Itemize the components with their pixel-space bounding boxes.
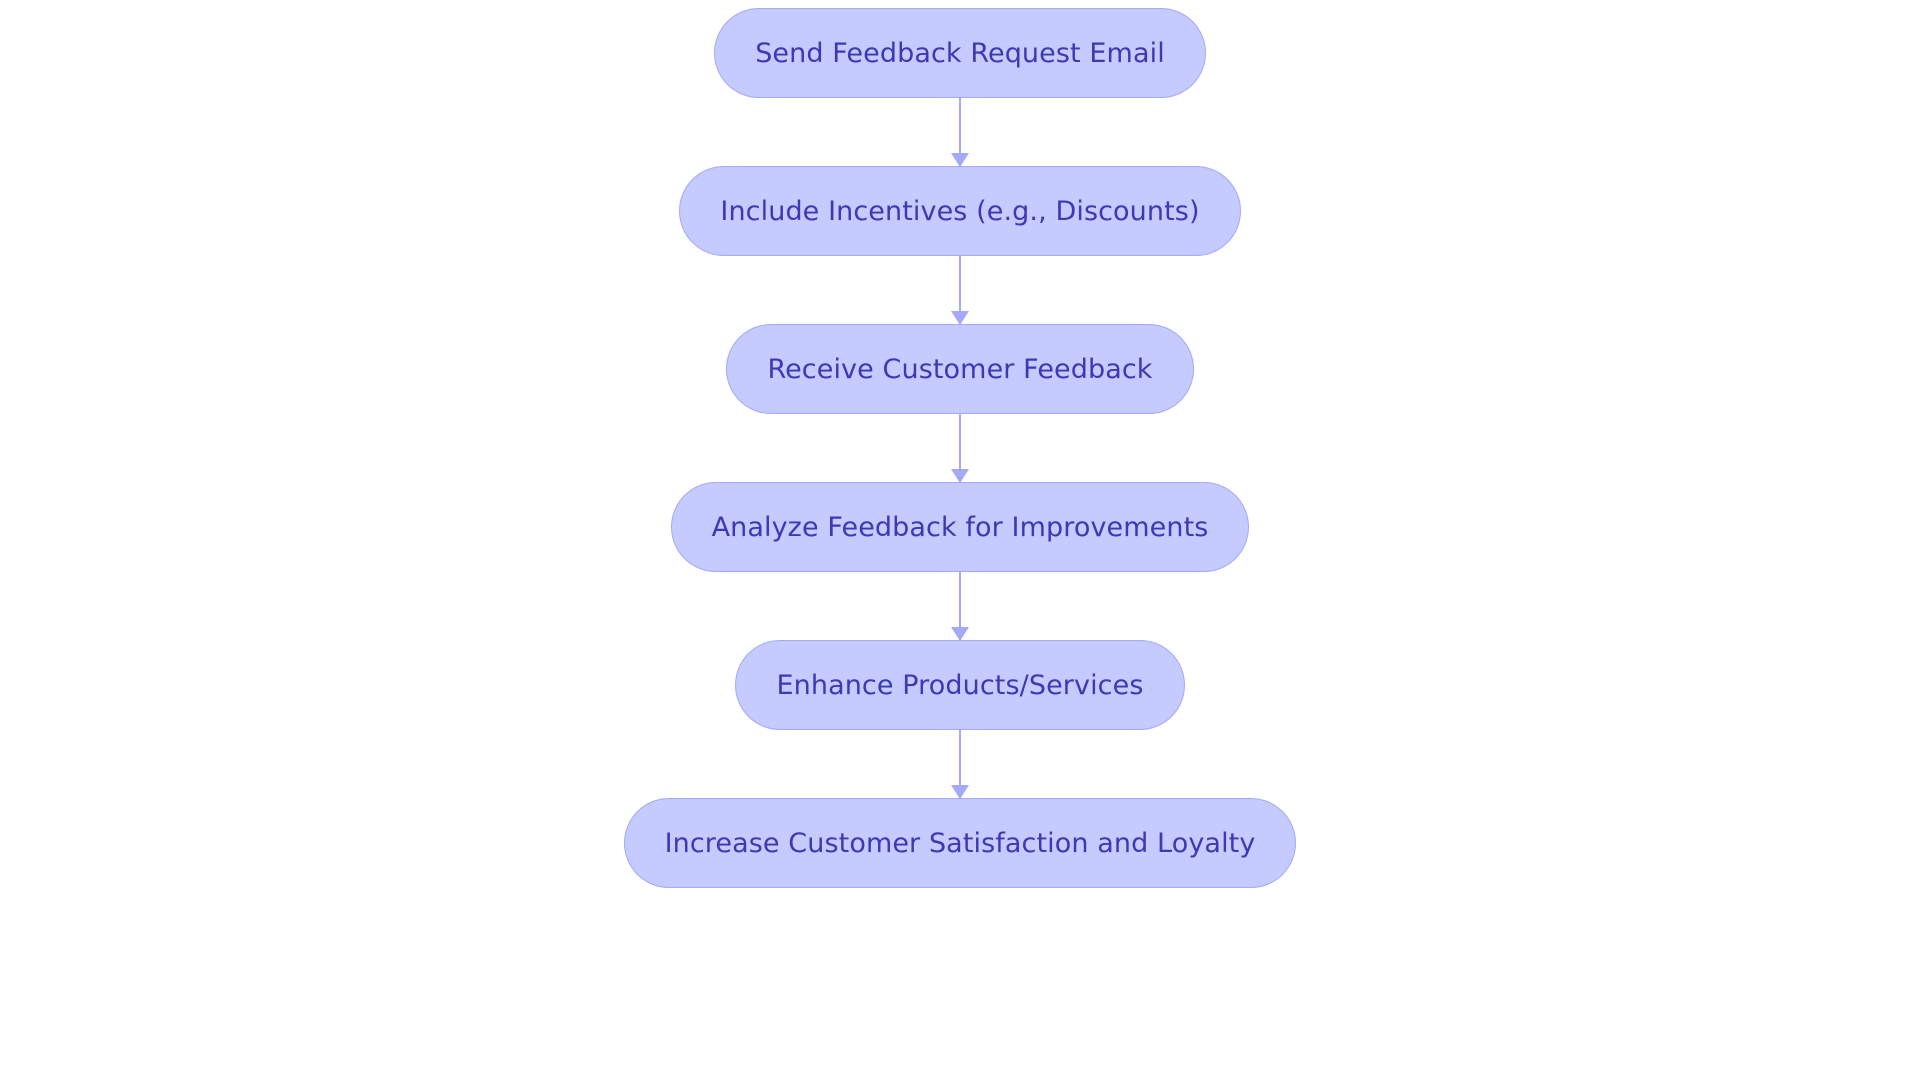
flowchart-node-row: Send Feedback Request Email — [0, 8, 1920, 98]
node-label: Include Incentives (e.g., Discounts) — [720, 195, 1200, 227]
flowchart-node-increase-customer-satisfaction-and-loyalty[interactable]: Increase Customer Satisfaction and Loyal… — [623, 798, 1297, 888]
node-label: Enhance Products/Services — [776, 669, 1144, 701]
flowchart-node-row: Increase Customer Satisfaction and Loyal… — [0, 798, 1920, 888]
flowchart-edge-n4-n5 — [951, 572, 969, 641]
arrow-head-icon — [951, 311, 969, 325]
node-label: Increase Customer Satisfaction and Loyal… — [664, 827, 1256, 859]
node-label: Analyze Feedback for Improvements — [711, 511, 1209, 543]
flowchart-node-row: Receive Customer Feedback — [0, 324, 1920, 414]
flowchart-node-analyze-feedback-for-improvements[interactable]: Analyze Feedback for Improvements — [670, 482, 1250, 572]
flowchart-node-row: Include Incentives (e.g., Discounts) — [0, 166, 1920, 256]
flowchart-node-row: Enhance Products/Services — [0, 640, 1920, 730]
node-label: Receive Customer Feedback — [767, 353, 1153, 385]
flowchart-edge-n5-n6 — [951, 730, 969, 799]
flowchart-node-enhance-products-services[interactable]: Enhance Products/Services — [735, 640, 1185, 730]
arrow-head-icon — [951, 469, 969, 483]
node-label: Send Feedback Request Email — [755, 37, 1165, 69]
flowchart-edge-n3-n4 — [951, 414, 969, 483]
flowchart-node-include-incentives[interactable]: Include Incentives (e.g., Discounts) — [679, 166, 1241, 256]
arrow-head-icon — [951, 627, 969, 641]
flowchart-node-row: Analyze Feedback for Improvements — [0, 482, 1920, 572]
flowchart-edge-n2-n3 — [951, 256, 969, 325]
arrow-head-icon — [951, 153, 969, 167]
arrow-head-icon — [951, 785, 969, 799]
flowchart-node-send-feedback-request-email[interactable]: Send Feedback Request Email — [714, 8, 1206, 98]
flowchart-edge-n1-n2 — [951, 98, 969, 167]
flowchart-node-receive-customer-feedback[interactable]: Receive Customer Feedback — [726, 324, 1194, 414]
